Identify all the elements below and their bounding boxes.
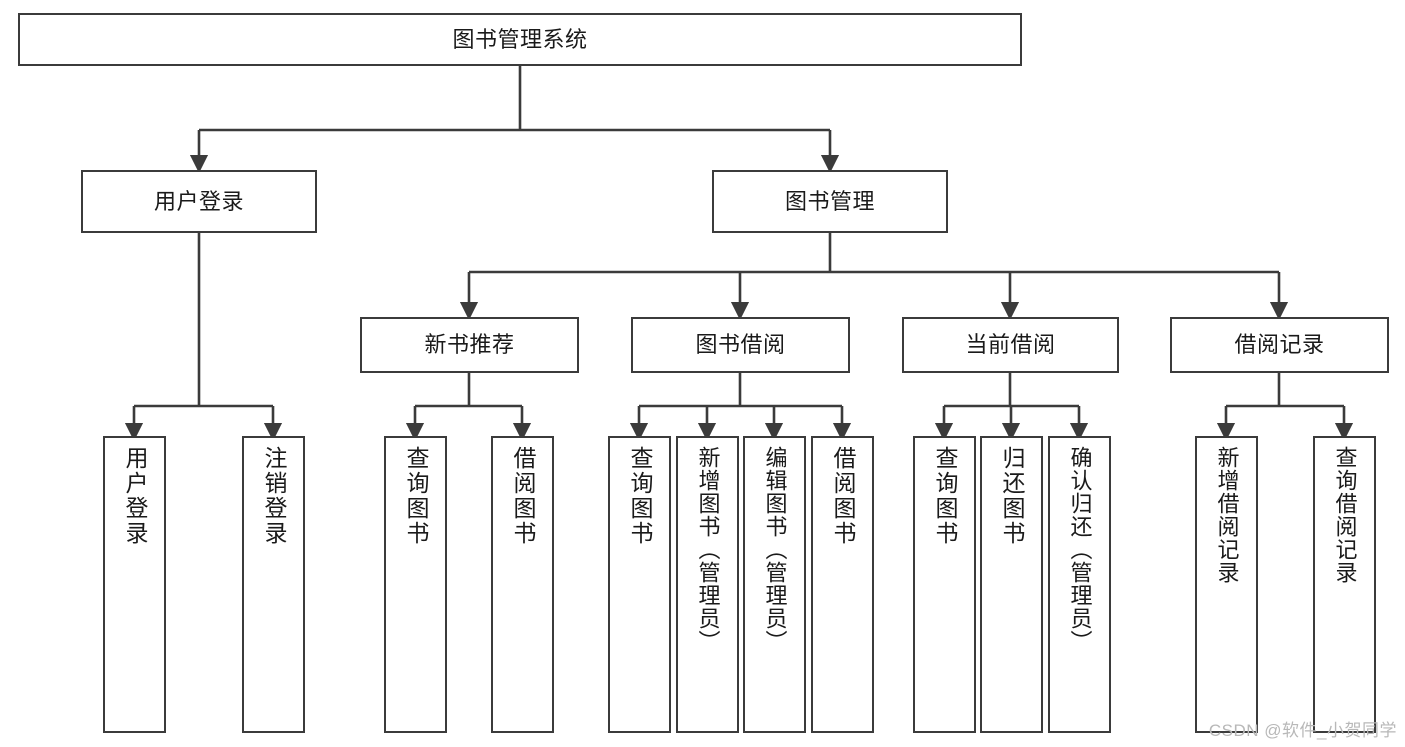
node-user-login[interactable]: 用户登录	[81, 170, 317, 233]
node-current-borrow[interactable]: 当前借阅	[902, 317, 1119, 373]
leaf-book-borrow-add[interactable]: 新增图书（管理员）	[676, 436, 739, 733]
node-label: 编辑图书（管理员）	[762, 446, 788, 653]
node-label: 新增图书（管理员）	[695, 446, 721, 653]
leaf-new-book-query[interactable]: 查询图书	[384, 436, 447, 733]
leaf-user-login-logout[interactable]: 注销登录	[242, 436, 305, 733]
node-label: 图书管理	[784, 188, 875, 214]
leaf-borrow-record-add[interactable]: 新增借阅记录	[1195, 436, 1258, 733]
node-label: 借阅图书	[510, 446, 536, 546]
node-label: 借阅图书	[830, 446, 856, 546]
node-label: 新书推荐	[424, 332, 515, 358]
node-label: 用户登录	[122, 446, 148, 546]
leaf-borrow-record-query[interactable]: 查询借阅记录	[1313, 436, 1376, 733]
leaf-current-borrow-query[interactable]: 查询图书	[913, 436, 976, 733]
node-book-management[interactable]: 图书管理	[712, 170, 948, 233]
node-label: 图书借阅	[695, 332, 786, 358]
node-label: 归还图书	[999, 446, 1025, 546]
leaf-book-borrow-borrow[interactable]: 借阅图书	[811, 436, 874, 733]
node-label: 新增借阅记录	[1214, 446, 1240, 584]
watermark-text: CSDN @软件_小贺同学	[1208, 721, 1397, 740]
node-label: 确认归还（管理员）	[1067, 446, 1093, 653]
leaf-current-borrow-confirm-return[interactable]: 确认归还（管理员）	[1048, 436, 1111, 733]
node-label: 图书管理系统	[452, 26, 588, 52]
node-root-book-management-system[interactable]: 图书管理系统	[18, 13, 1022, 66]
node-label: 查询图书	[932, 446, 958, 546]
node-new-book-recommend[interactable]: 新书推荐	[360, 317, 579, 373]
node-book-borrow[interactable]: 图书借阅	[631, 317, 850, 373]
node-label: 查询图书	[627, 446, 653, 546]
node-label: 当前借阅	[965, 332, 1056, 358]
node-label: 查询图书	[403, 446, 429, 546]
node-label: 用户登录	[153, 188, 244, 214]
leaf-new-book-borrow[interactable]: 借阅图书	[491, 436, 554, 733]
leaf-current-borrow-return[interactable]: 归还图书	[980, 436, 1043, 733]
node-label: 查询借阅记录	[1332, 446, 1358, 584]
node-label: 借阅记录	[1234, 332, 1325, 358]
leaf-book-borrow-edit[interactable]: 编辑图书（管理员）	[743, 436, 806, 733]
leaf-book-borrow-query[interactable]: 查询图书	[608, 436, 671, 733]
leaf-user-login-login[interactable]: 用户登录	[103, 436, 166, 733]
node-label: 注销登录	[261, 446, 287, 546]
node-borrow-record[interactable]: 借阅记录	[1170, 317, 1389, 373]
